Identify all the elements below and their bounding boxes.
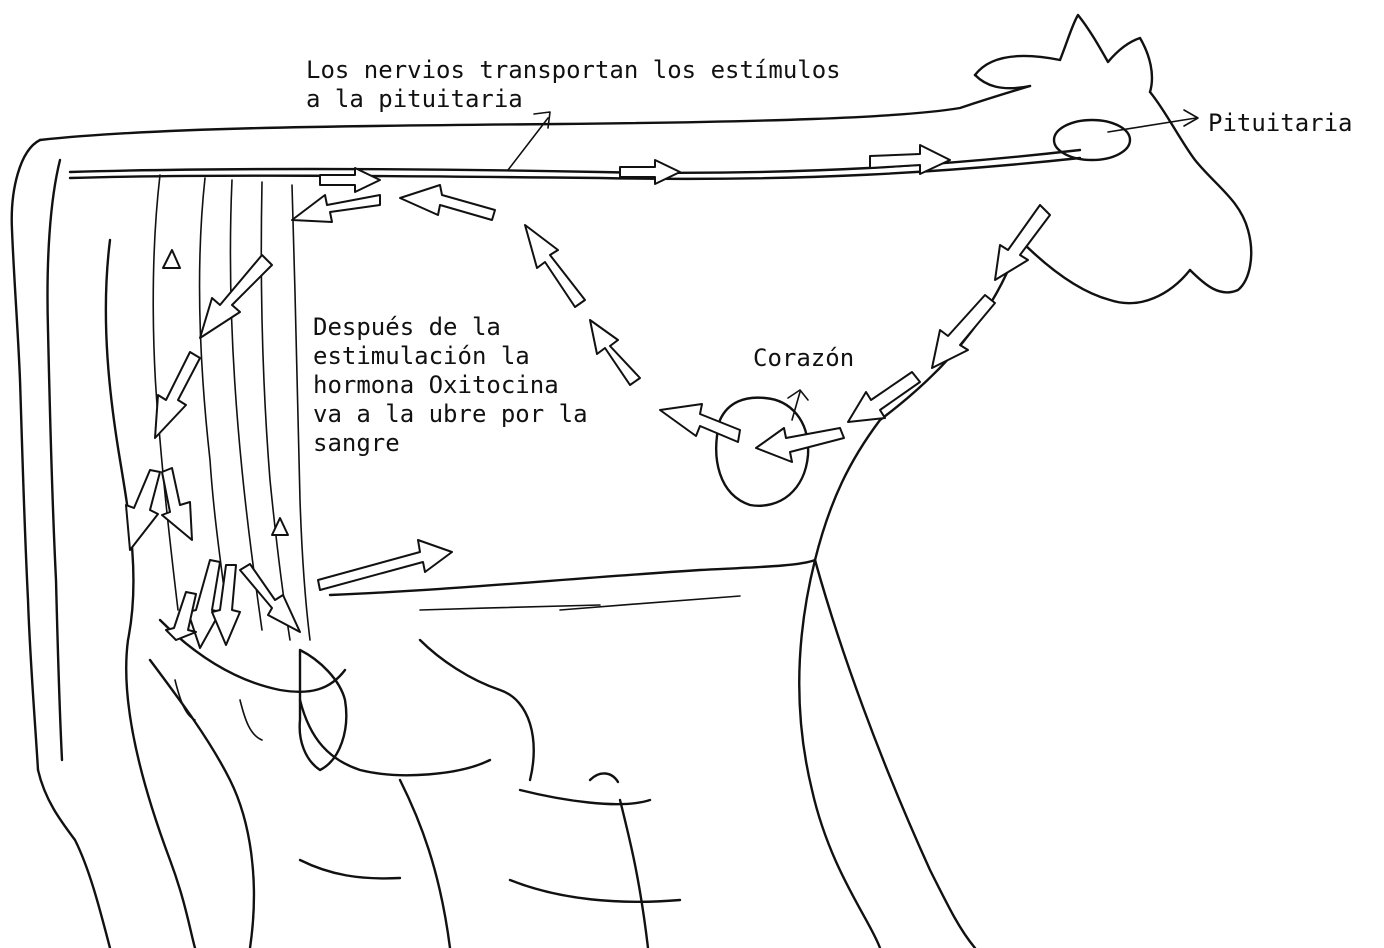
pituitary-label: Pituitaria (1208, 109, 1353, 137)
hormone-pathway-arrows (125, 184, 1051, 649)
heart-shape (715, 389, 810, 507)
oxytocin-caption: Después de la estimulación la hormona Ox… (313, 313, 588, 457)
nerve-pathway (68, 109, 1199, 193)
heart-label: Corazón (753, 344, 855, 372)
pituitary-gland-shape (1052, 118, 1132, 162)
nerves-caption: Los nervios transportan los estímulos a … (306, 56, 841, 113)
